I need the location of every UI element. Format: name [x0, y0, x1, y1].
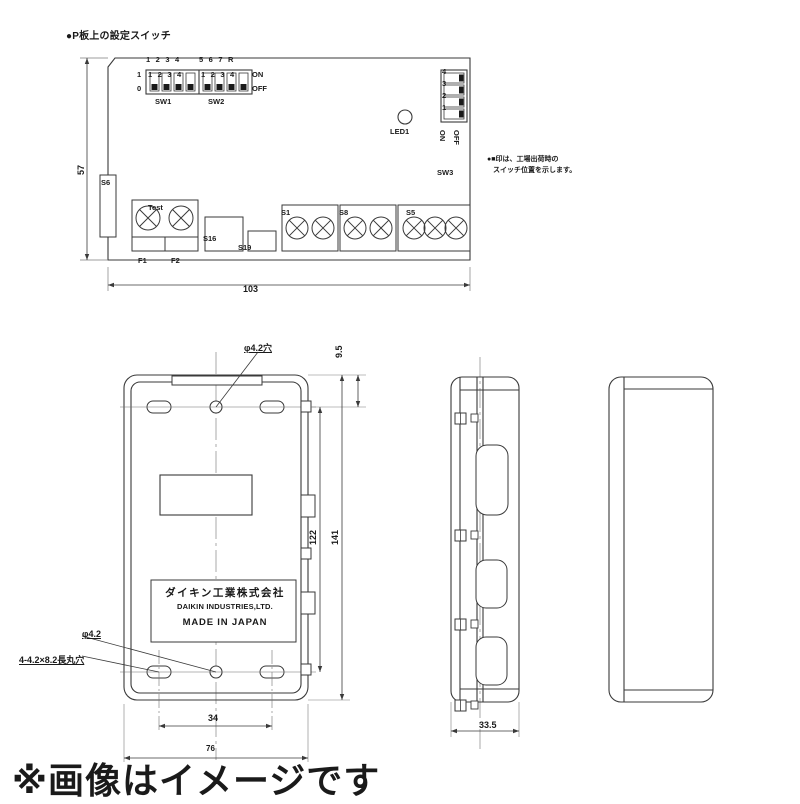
sw3-number: 1 [442, 103, 447, 112]
footer-caption: ※画像はイメージです [12, 760, 381, 801]
slot-label: 4-4.2×8.2長丸穴 [19, 655, 85, 665]
sw3-numbers: 4 3 2 1 [442, 67, 446, 115]
sw3-name: SW3 [437, 168, 454, 177]
dim-9-5-value: 9.5 [334, 345, 344, 358]
nameplate-line2: DAIKIN INDUSTRIES,LTD. [177, 602, 273, 611]
sw3-number: 3 [442, 79, 447, 88]
hole-top-label: φ4.2穴 [244, 343, 272, 353]
connector-label-s8: S8 [339, 208, 349, 217]
connector-pin-f2: F2 [171, 256, 180, 265]
dipswitch-level-zero: 0 [137, 84, 142, 93]
pcb-width-dim-value: 103 [243, 284, 259, 294]
factory-default-note-line1: ●■印は、工場出荷時の [487, 156, 559, 163]
dipswitch-off-label: OFF [252, 84, 267, 93]
factory-default-note-line2: スイッチ位置を示します。 [493, 166, 577, 174]
connector-label-s19: S19 [238, 243, 252, 252]
led1-label: LED1 [390, 127, 410, 136]
sw1-top-number: 1 [146, 55, 151, 64]
case-side-view [430, 355, 560, 755]
dipswitch-level-one: 1 [137, 70, 142, 79]
sw2-inner-number: 2 [210, 70, 215, 79]
connector-label-s1: S1 [281, 208, 291, 217]
sw2-top-number: 7 [218, 55, 223, 64]
case-back-view [595, 355, 725, 725]
nameplate-line3: MADE IN JAPAN [182, 617, 268, 628]
case-front-view [20, 330, 400, 780]
hole-bottom-label: φ4.2 [82, 629, 101, 639]
sw3-off-label: OFF [452, 130, 461, 145]
connector-label-s5: S5 [406, 208, 416, 217]
connector-label-s6: S6 [101, 178, 111, 187]
sw1-name: SW1 [155, 97, 172, 106]
dim-33-5-value: 33.5 [479, 720, 497, 730]
sw2-inner-number: 3 [220, 70, 225, 79]
nameplate: ダイキン工業株式会社 DAIKIN INDUSTRIES,LTD. MADE I… [152, 585, 298, 628]
sw2-top-number: 5 [199, 55, 204, 64]
sw2-name: SW2 [208, 97, 225, 106]
sw3-number: 2 [442, 91, 447, 100]
pcb-section-heading: ●P板上の設定スイッチ [66, 31, 171, 42]
dim-76-value: 76 [206, 744, 215, 753]
sw2-top-number: R [228, 55, 234, 64]
sw1-inner-number: 4 [177, 70, 182, 79]
sw1-top-number: 2 [155, 55, 160, 64]
sw1-inner-number: 1 [148, 70, 153, 79]
nameplate-line1: ダイキン工業株式会社 [165, 587, 285, 599]
dipswitch-group[interactable] [128, 58, 274, 116]
dim-141-value: 141 [330, 529, 340, 545]
pcb-board-view [60, 45, 620, 310]
sw3-on-label: ON [438, 130, 447, 142]
sw2-inner-numbers: 1 2 3 4 [201, 70, 234, 79]
sw3-number: 4 [442, 67, 447, 76]
sw2-inner-number: 4 [230, 70, 235, 79]
dim-34-value: 34 [208, 713, 219, 723]
sw1-top-numbers: 1 2 3 4 [146, 55, 179, 64]
factory-default-note: ●■印は、工場出荷時の スイッチ位置を示します。 [487, 155, 576, 176]
sw1-inner-number: 2 [157, 70, 162, 79]
connector-label-s16: S16 [203, 234, 217, 243]
sw2-top-number: 6 [208, 55, 213, 64]
pcb-height-dim-value: 57 [76, 164, 86, 175]
sw2-inner-number: 1 [201, 70, 206, 79]
sw1-top-number: 3 [165, 55, 170, 64]
sw1-inner-numbers: 1 2 3 4 [148, 70, 181, 79]
connector-pin-f1: F1 [138, 256, 147, 265]
sw2-top-numbers: 5 6 7 R [199, 55, 233, 64]
connector-label-test: Test [148, 203, 163, 212]
dim-122-value: 122 [308, 529, 318, 545]
sw1-top-number: 4 [175, 55, 180, 64]
dipswitch-on-label: ON [252, 70, 264, 79]
sw1-inner-number: 3 [167, 70, 172, 79]
